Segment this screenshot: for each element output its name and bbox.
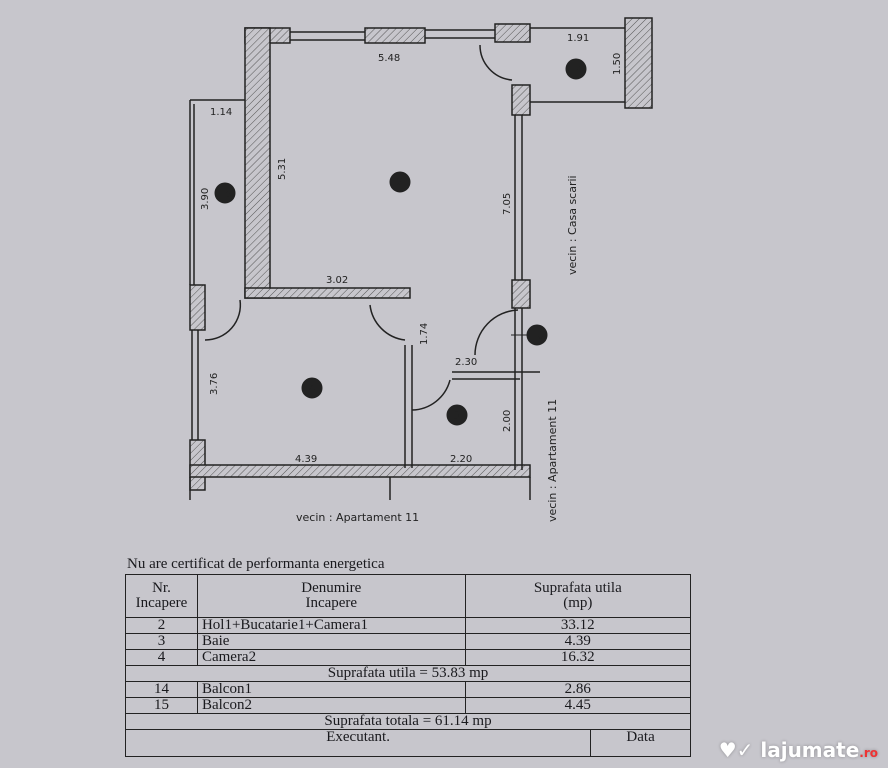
header-nr: Nr. [152, 580, 171, 596]
walls [189, 17, 653, 491]
dim-1-91: 1.91 [567, 33, 589, 44]
dim-2-00: 2.00 [502, 410, 513, 432]
header-name: Denumire [301, 580, 362, 596]
dim-3-76: 3.76 [209, 373, 220, 395]
dim-5-48: 5.48 [378, 53, 400, 64]
dim-2-20: 2.20 [450, 454, 472, 465]
room-label-15: 15 [218, 187, 232, 200]
total-row: Suprafata totala = 61.14 mp [125, 713, 691, 730]
executant-row: Executant.Data [124, 729, 691, 757]
room-label-3: 3 [454, 409, 461, 422]
dim-1-50: 1.50 [612, 53, 623, 75]
subtotal-row: Suprafata utila = 53.83 mp [125, 665, 691, 682]
dim-1-74: 1.74 [419, 323, 430, 345]
dim-2-30: 2.30 [455, 357, 477, 368]
neighbor-label-right: vecin : Apartament 11 [546, 399, 559, 522]
dim-7-05: 7.05 [502, 193, 513, 215]
dim-5-31: 5.31 [277, 158, 288, 180]
dim-3-02: 3.02 [326, 275, 348, 286]
dim-1-14: 1.14 [210, 107, 232, 118]
header-area: Suprafata utila [533, 580, 622, 596]
dim-3-90: 3.90 [200, 188, 211, 210]
room-label-4: 4 [309, 382, 316, 395]
heart-check-icon: ♥✓ [718, 738, 754, 762]
header-nr-2: Incapere [135, 595, 188, 611]
room-label-10: 10 [530, 329, 544, 342]
room-label-2: 2 [397, 176, 404, 189]
dim-4-39: 4.39 [295, 454, 317, 465]
neighbor-label-stairs: vecin : Casa scarii [566, 175, 579, 275]
floor-plan: 5.48 1.91 1.14 3.02 2.30 4.39 2.20 1.50 … [189, 17, 653, 524]
lajumate-watermark: ♥✓ lajumate.ro [718, 738, 878, 762]
neighbor-label-bottom: vecin : Apartament 11 [296, 511, 419, 524]
header-name-2: Incapere [305, 595, 358, 611]
energy-certificate-note: Nu are certificat de performanta energet… [127, 556, 385, 572]
room-label-14: 14 [569, 63, 583, 76]
header-area-unit: (mp) [563, 595, 593, 611]
